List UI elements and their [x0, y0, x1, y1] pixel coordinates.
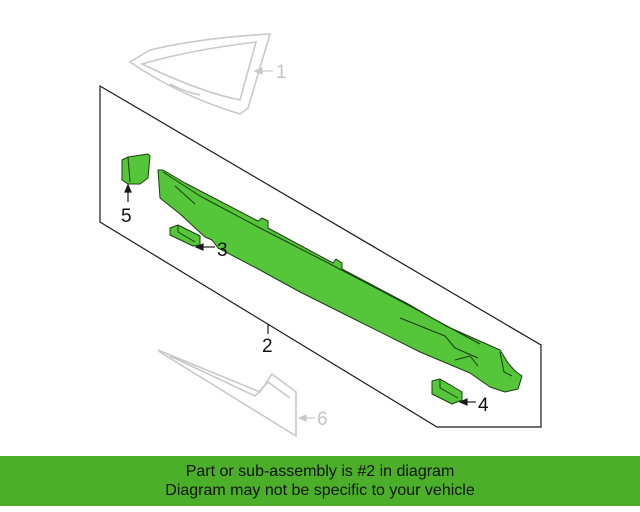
- parts-diagram: 1 2 3 4 5: [99, 33, 542, 438]
- part-6-trim: [157, 349, 297, 438]
- part-2-rocker-panel: [157, 169, 523, 393]
- callout-5-leader: [124, 183, 132, 202]
- part-1-quarter-glass: [128, 33, 272, 115]
- banner-line-1: Part or sub-assembly is #2 in diagram: [185, 463, 455, 480]
- callout-2: 2: [262, 336, 273, 357]
- callout-1-leader: [253, 67, 273, 75]
- callout-3: 3: [217, 240, 228, 261]
- assembly-boundary: [99, 84, 542, 428]
- callout-3-leader: [194, 243, 215, 251]
- callout-4: 4: [478, 395, 489, 416]
- callout-4-leader: [458, 398, 476, 406]
- callout-6: 6: [317, 409, 328, 430]
- banner-line-2: Diagram may not be specific to your vehi…: [165, 482, 475, 499]
- callout-6-leader: [297, 414, 315, 422]
- part-5-bracket: [121, 153, 151, 185]
- callout-1: 1: [276, 62, 287, 83]
- part-4-bracket: [431, 378, 463, 405]
- callout-5: 5: [121, 206, 132, 227]
- info-banner: Part or sub-assembly is #2 in diagram Di…: [0, 456, 640, 506]
